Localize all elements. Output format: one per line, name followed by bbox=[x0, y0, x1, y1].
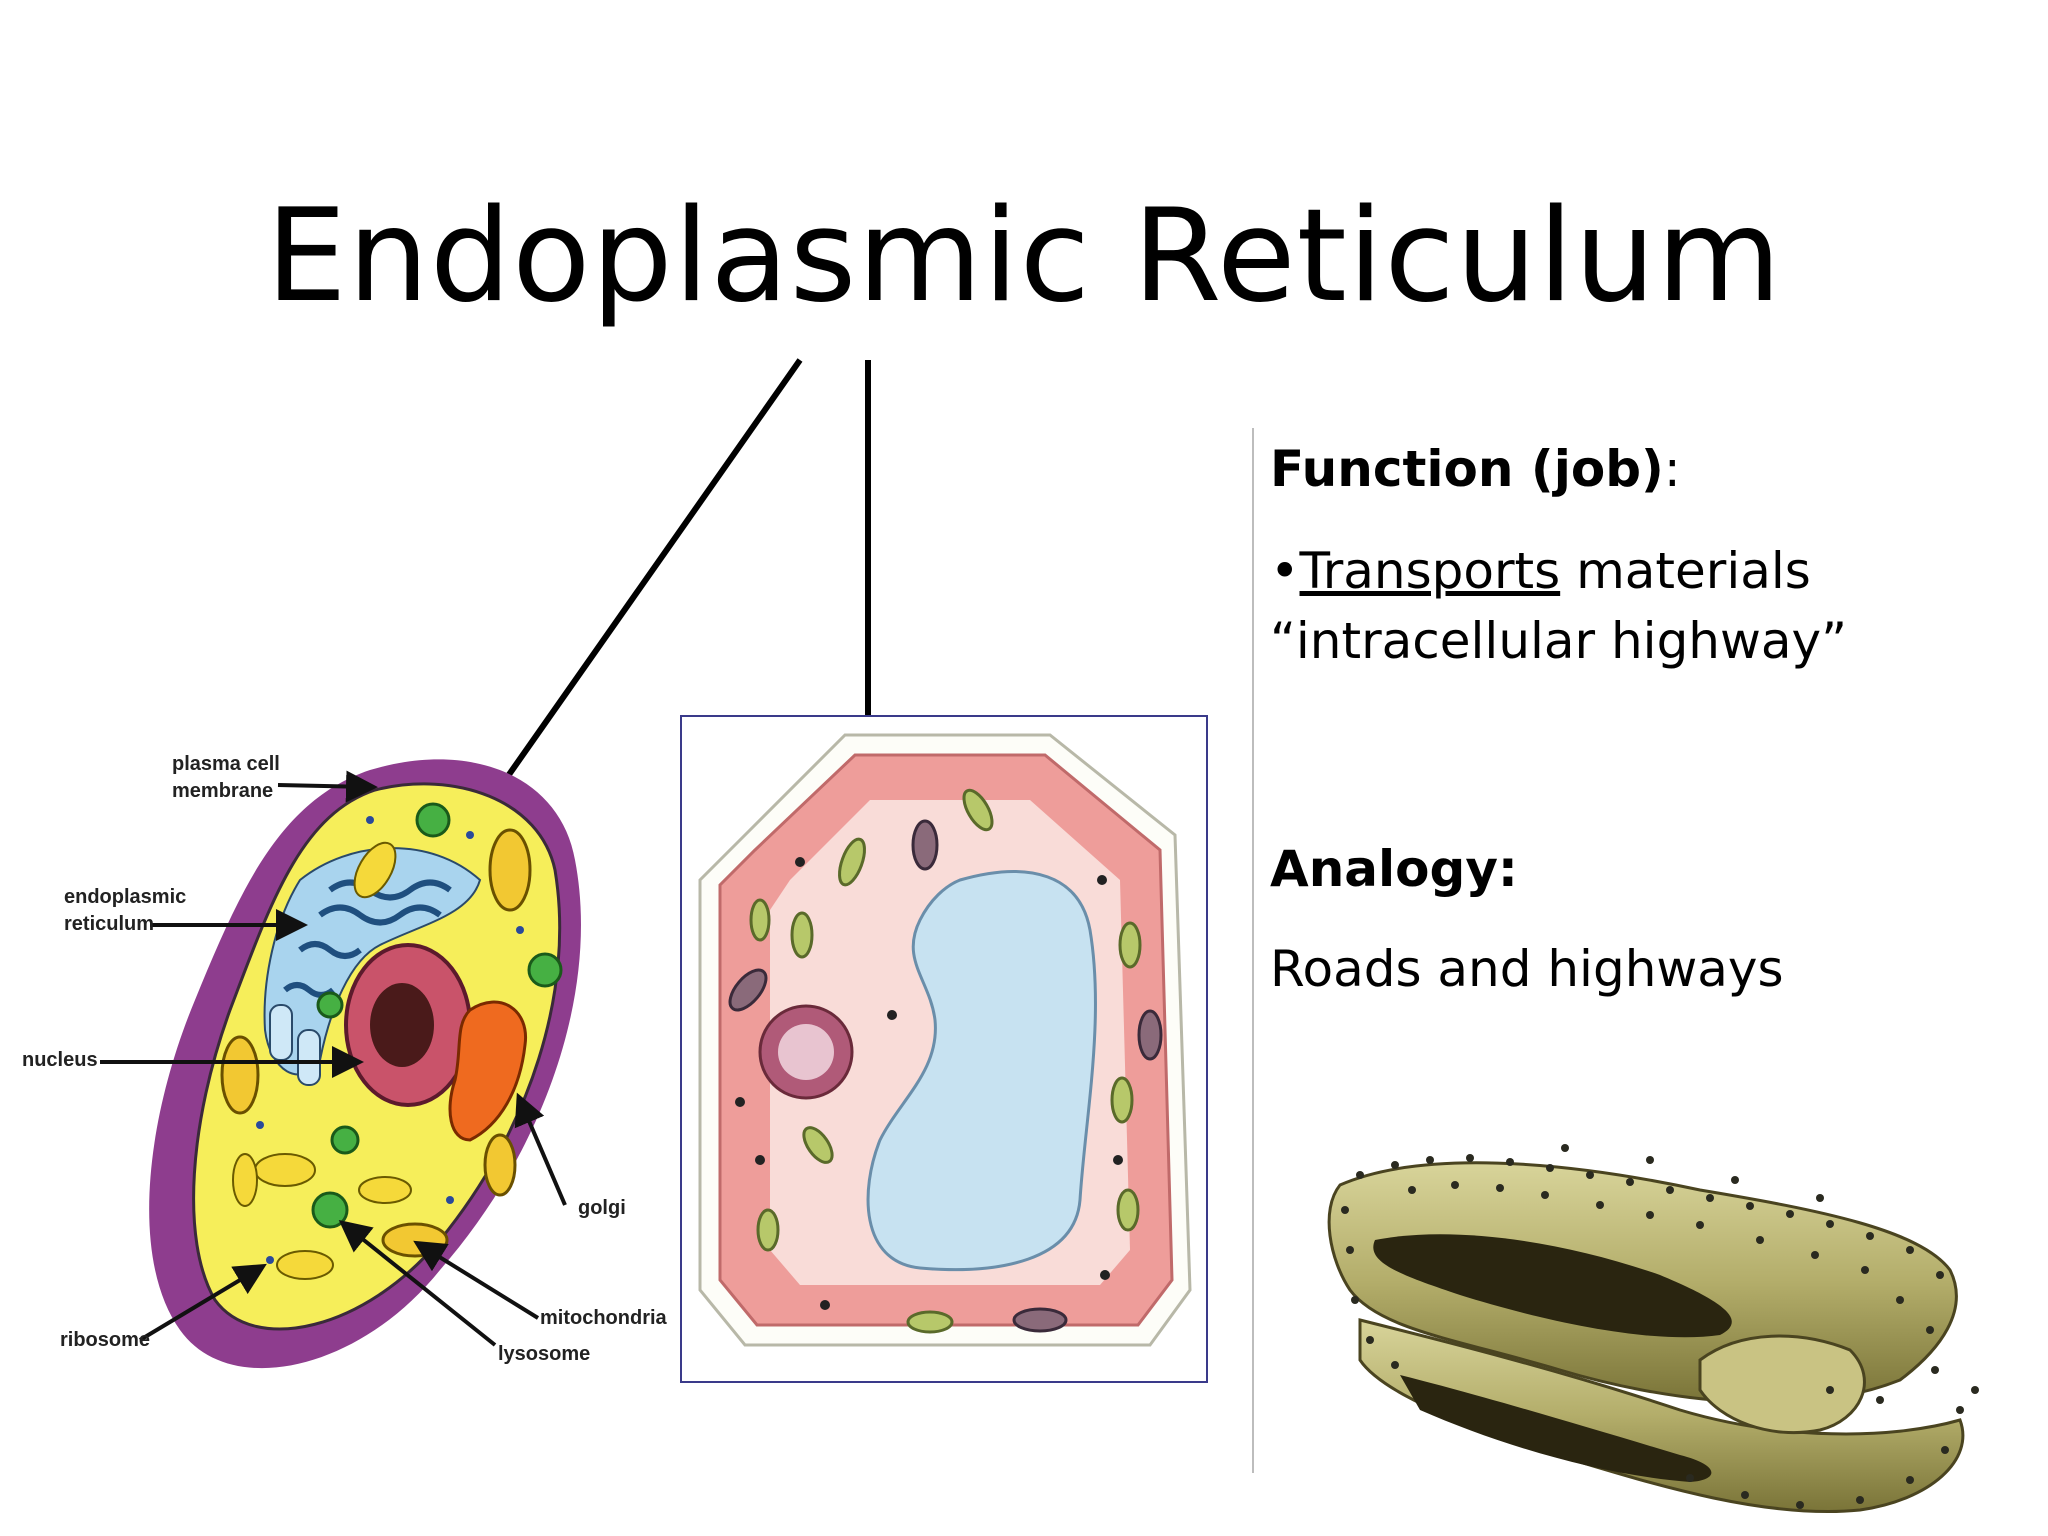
analogy-text: Roads and highways bbox=[1270, 940, 1784, 998]
label-golgi: golgi bbox=[578, 1197, 626, 1219]
label-mitochondria: mitochondria bbox=[540, 1307, 667, 1329]
er-shape bbox=[263, 847, 482, 1076]
materials-text: materials bbox=[1560, 542, 1811, 600]
highway-quote: “intracellular highway” bbox=[1270, 612, 1848, 670]
column-divider bbox=[1252, 428, 1254, 1473]
vacuole-shape bbox=[866, 870, 1097, 1272]
label-er-2: reticulum bbox=[64, 913, 155, 935]
label-plasma-membrane-2: membrane bbox=[172, 780, 274, 802]
analogy-heading: Analogy: bbox=[1270, 840, 1518, 898]
slide-title: Endoplasmic Reticulum bbox=[265, 182, 1783, 331]
transports-word: Transports bbox=[1299, 542, 1561, 600]
golgi-shape bbox=[448, 1000, 528, 1142]
function-bullet: •Transports materials bbox=[1270, 542, 1811, 600]
function-heading: Function (job): bbox=[1270, 440, 1681, 498]
label-lysosome: lysosome bbox=[498, 1343, 591, 1365]
label-ribosome: ribosome bbox=[60, 1329, 151, 1351]
label-nucleus: nucleus bbox=[22, 1049, 98, 1071]
label-plasma-membrane-1: plasma cell bbox=[172, 753, 280, 775]
function-heading-label: Function (job) bbox=[1270, 440, 1664, 498]
function-heading-colon: : bbox=[1663, 440, 1681, 498]
label-er-1: endoplasmic bbox=[64, 886, 187, 908]
bullet-glyph: • bbox=[1270, 542, 1300, 600]
